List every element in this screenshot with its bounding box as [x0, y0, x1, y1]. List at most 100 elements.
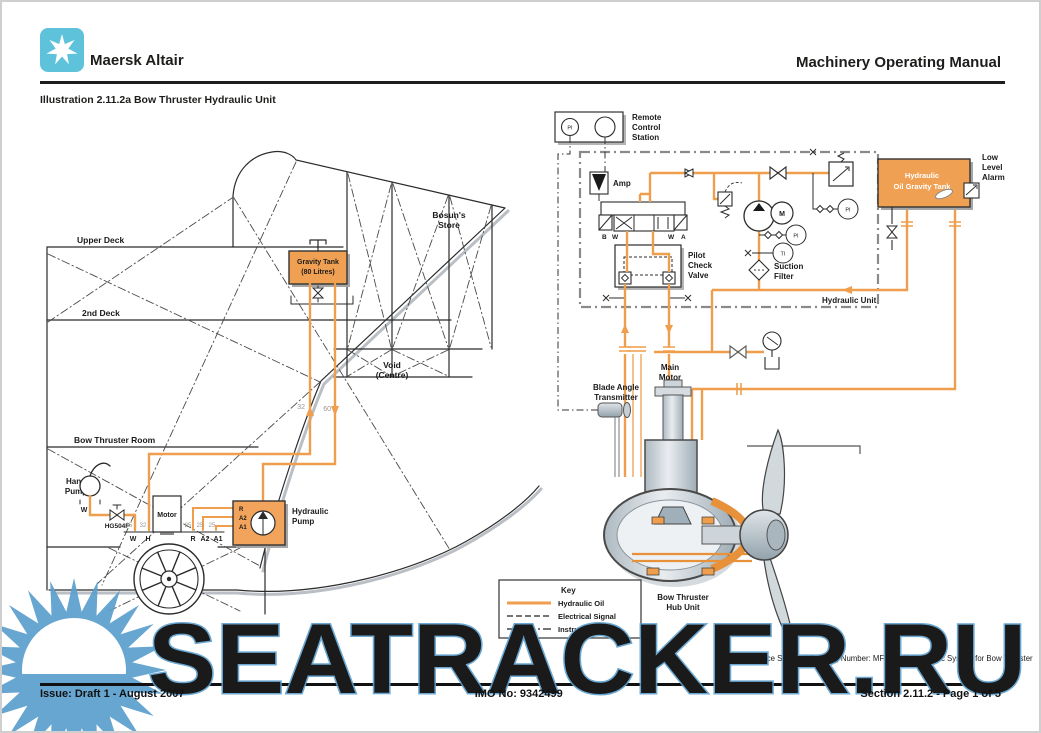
hub-tail-fin: [789, 641, 797, 665]
suction-filter: Suction Filter: [748, 259, 803, 281]
hydraulic-unit-label: Hydraulic Unit: [822, 296, 877, 305]
svg-text:W: W: [668, 234, 675, 241]
manual-title: Machinery Operating Manual: [795, 54, 1001, 71]
gravity-tank: Gravity Tank (80 Litres): [288, 239, 354, 305]
footer-rule: [40, 683, 1005, 686]
pressure-switch: [828, 152, 854, 187]
footer-imo: IMO No: 9342499: [474, 688, 563, 700]
pipe-size-25b: 25: [197, 523, 204, 529]
svg-text:Pump: Pump: [65, 487, 87, 496]
svg-text:Store: Store: [438, 220, 460, 230]
hub-unit-label: Bow Thruster Hub Unit: [657, 593, 709, 612]
svg-text:Oil Gravity Tank: Oil Gravity Tank: [894, 182, 952, 191]
svg-text:Level: Level: [982, 163, 1002, 172]
riser-size-60: 60: [323, 406, 331, 413]
terminal-r: R: [190, 536, 195, 543]
ship-section-diagram: Upper Deck 2nd Deck Bow Thruster Room Bo…: [46, 150, 543, 615]
footer-issue: Issue: Draft 1 - August 2007: [40, 688, 185, 700]
hydraulic-unit-border: [578, 150, 880, 309]
instrumentation-lines: [557, 136, 606, 411]
propeller-blade-bottom: [763, 557, 795, 646]
blade-angle-transmitter: Blade Angle Transmitter: [593, 383, 640, 418]
key-electrical-label: Electrical Signal: [558, 612, 616, 621]
svg-text:Alarm: Alarm: [982, 173, 1005, 182]
tank-drain-valve: [885, 207, 899, 250]
hand-pump-handle: [89, 462, 111, 477]
svg-text:HG504F: HG504F: [105, 523, 130, 530]
svg-text:A2: A2: [239, 516, 247, 522]
footer-section: Section 2.11.2 - Page 1 of 5: [860, 688, 1001, 700]
svg-text:B: B: [602, 234, 607, 241]
svg-text:Suction: Suction: [774, 262, 803, 271]
thruster-propeller: [133, 543, 205, 615]
key-instrumentation-label: Instrumentation: [558, 625, 615, 634]
bow-thruster-hub-unit: [603, 428, 861, 665]
oil-gravity-tank: Hydraulic Oil Gravity Tank Low Level Ala…: [877, 153, 1005, 210]
svg-text:Filter: Filter: [774, 272, 794, 281]
svg-text:Valve: Valve: [688, 271, 709, 280]
isolating-valve-top: [769, 165, 787, 181]
rcs-pi-gauge: PI: [567, 126, 573, 132]
propeller-blade-top: [761, 428, 786, 515]
remote-control-station: PI Remote Control Station: [554, 111, 662, 145]
hydraulic-pilot-lines: [632, 354, 642, 477]
pi-gauge-2: PI: [845, 208, 851, 214]
svg-text:W: W: [612, 234, 619, 241]
svg-text:Check: Check: [688, 261, 713, 270]
svg-text:Hand: Hand: [66, 477, 86, 486]
header-rule: [40, 81, 1005, 84]
key-legend: Key Hydraulic Oil Electrical Signal Inst…: [498, 579, 642, 639]
void-centre-label: Void (Centre): [376, 360, 409, 380]
pipe-size-25a: 25: [185, 523, 192, 529]
terminal-a2: A2: [201, 536, 210, 543]
bulkhead-penetrations: [619, 221, 961, 395]
hand-pump-port-w: W: [81, 507, 88, 514]
pitch-oil-tubes: [632, 552, 752, 563]
pilot-check-valve: Pilot Check Valve: [614, 244, 713, 290]
svg-text:Pilot: Pilot: [688, 251, 706, 260]
directional-control-valve: B W W A: [598, 201, 688, 241]
watermark-sun-icon: [2, 578, 166, 731]
second-deck-label: 2nd Deck: [82, 308, 120, 318]
svg-text:A: A: [681, 234, 686, 241]
main-hydraulic-pump-symbol: [743, 200, 775, 232]
svg-text:(Centre): (Centre): [376, 370, 409, 380]
mid-line-fittings: [729, 331, 782, 370]
svg-text:Bosun's: Bosun's: [432, 210, 465, 220]
motor-m-label: M: [779, 211, 785, 218]
svg-text:A1: A1: [239, 525, 247, 531]
svg-text:Pump: Pump: [292, 517, 314, 526]
hand-pump: Hand Pump W: [65, 462, 111, 514]
svg-text:Hub Unit: Hub Unit: [666, 603, 700, 612]
pipe-size-15: 15: [126, 523, 133, 529]
flow-arrow-up: [306, 406, 314, 416]
svg-text:Remote: Remote: [632, 113, 662, 122]
terminal-h: H: [145, 536, 150, 543]
svg-text:Main: Main: [661, 363, 679, 372]
svg-text:Motor: Motor: [157, 512, 177, 519]
rcs-control-dial: [594, 116, 616, 138]
amplifier: Amp: [589, 171, 631, 195]
svg-text:Void: Void: [383, 360, 401, 370]
svg-text:Control: Control: [632, 123, 660, 132]
svg-text:Station: Station: [632, 133, 659, 142]
upper-deck-label: Upper Deck: [77, 235, 125, 245]
svg-text:Transmitter: Transmitter: [594, 393, 638, 402]
hydraulic-pump-label: Hydraulic: [292, 507, 329, 516]
svg-text:Low: Low: [982, 153, 999, 162]
unit-gauges: [744, 224, 807, 264]
bow-thruster-motor: Motor: [152, 495, 182, 535]
key-title: Key: [561, 586, 576, 595]
ti-gauge: TI: [781, 252, 786, 258]
svg-text:Hydraulic: Hydraulic: [905, 171, 939, 180]
maersk-logo-icon: [40, 28, 84, 72]
vessel-name: Maersk Altair: [90, 52, 184, 69]
riser-size-32: 32: [297, 404, 305, 411]
svg-text:Motor: Motor: [659, 373, 681, 382]
pump-pipes: [192, 507, 234, 531]
pipe-size-25c: 25: [209, 523, 216, 529]
svg-text:Gravity Tank: Gravity Tank: [297, 259, 339, 266]
illustration-title: Illustration 2.11.2a Bow Thruster Hydrau…: [40, 94, 276, 106]
